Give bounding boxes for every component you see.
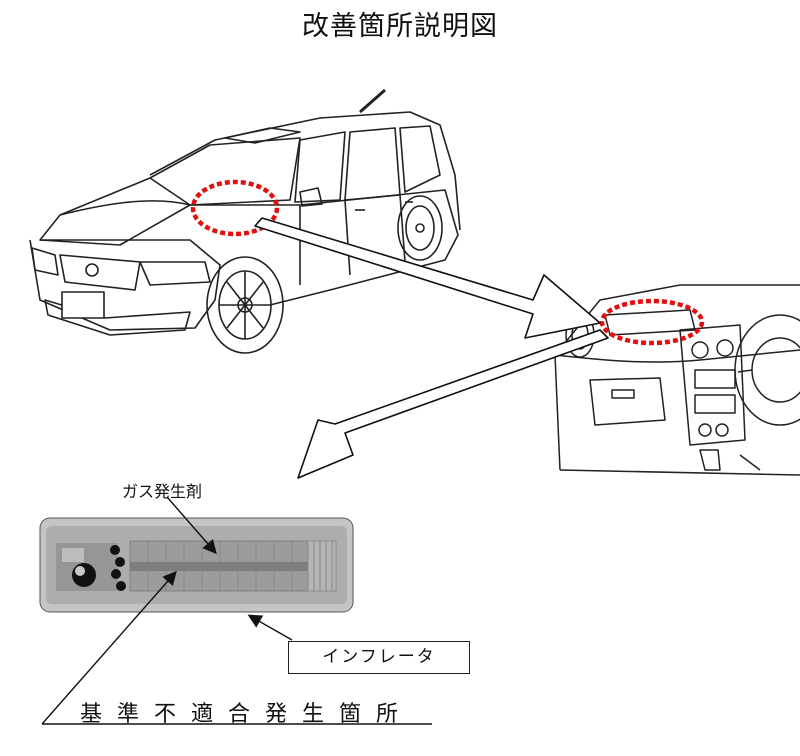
inflator-label: インフレータ [288,641,470,674]
leader-inflator [247,614,293,641]
dashboard-highlight-circle [599,298,705,346]
inflator-cross-section [39,517,354,613]
dashboard-illustration [554,284,800,476]
leader-non-conformance [41,570,177,725]
arrow-dashboard-to-inflator [297,329,609,479]
car-illustration [29,88,461,354]
non-conformance-label: 基準不適合発生箇所 [80,702,414,727]
car-highlight-circle [190,179,280,237]
gas-generant-label: ガス発生剤 [122,482,203,501]
leader-gas-generant [166,496,217,555]
diagram-title: 改善箇所説明図 [302,11,498,42]
arrow-car-to-dashboard [254,217,601,339]
